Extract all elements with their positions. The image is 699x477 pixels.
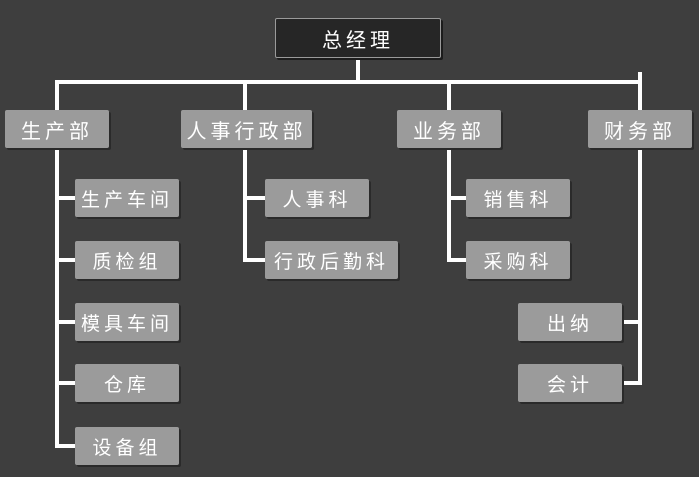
node-department: 财务部 xyxy=(588,110,692,148)
node-section: 行政后勤科 xyxy=(265,241,398,279)
node-department: 生产部 xyxy=(5,110,109,148)
node-section: 销售科 xyxy=(466,179,570,217)
node-section: 人事科 xyxy=(265,179,369,217)
node-section: 质检组 xyxy=(75,241,179,279)
node-section: 设备组 xyxy=(75,427,179,465)
node-section: 出纳 xyxy=(518,303,622,341)
node-section: 会计 xyxy=(518,364,622,402)
node-department: 人事行政部 xyxy=(181,110,312,148)
node-section: 生产车间 xyxy=(75,179,179,217)
node-section: 模具车间 xyxy=(75,303,179,341)
node-section: 采购科 xyxy=(466,241,570,279)
node-department: 业务部 xyxy=(397,110,501,148)
node-general-manager: 总经理 xyxy=(275,18,441,58)
node-section: 仓库 xyxy=(75,364,179,402)
